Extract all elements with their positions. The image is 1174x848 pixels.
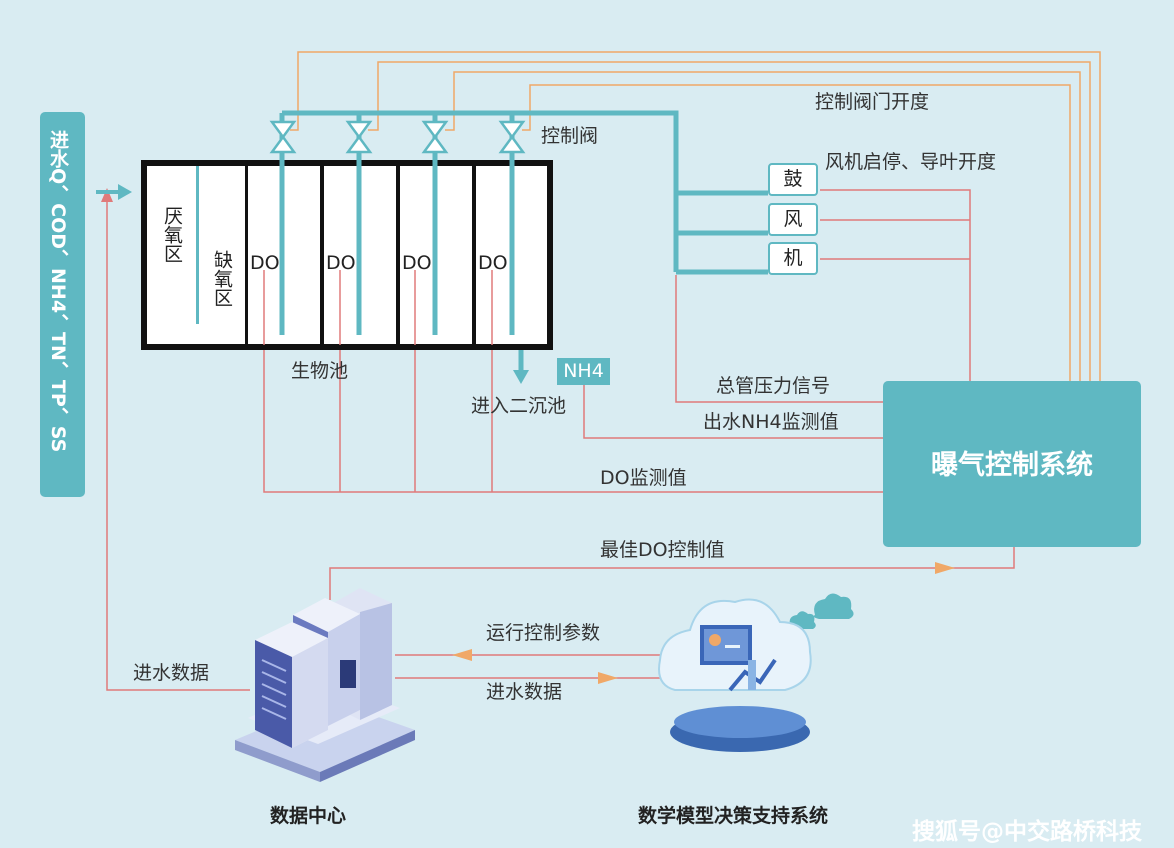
blower-box-2: 风 <box>768 203 818 236</box>
valve-icon <box>421 120 449 154</box>
inflow-parameters-bar: 进水Q、COD、NH4、TN、TP、SS <box>40 112 85 497</box>
nh4-sensor-tag: NH4 <box>557 358 610 385</box>
blower-box-3: 机 <box>768 242 818 275</box>
biological-tank: 厌氧区 缺氧区 DO DO DO DO <box>141 160 553 350</box>
anoxic-zone-label: 缺氧区 <box>210 250 233 307</box>
control-valve-label: 控制阀 <box>541 125 599 147</box>
do-label-2: DO <box>326 252 356 274</box>
valve-icon <box>498 120 526 154</box>
do-monitor-label: DO监测值 <box>600 467 687 489</box>
run-params-label: 运行控制参数 <box>486 622 601 644</box>
blower-control-label: 风机启停、导叶开度 <box>825 151 997 173</box>
valve-icon <box>269 120 297 154</box>
biological-tank-label: 生物池 <box>291 360 349 382</box>
valve-opening-label: 控制阀门开度 <box>815 91 930 113</box>
anaerobic-anoxic-cell: 厌氧区 缺氧区 <box>147 166 245 344</box>
valve-icon <box>345 120 373 154</box>
anaerobic-zone-label: 厌氧区 <box>160 206 183 263</box>
best-do-label: 最佳DO控制值 <box>600 539 725 561</box>
do-label-4: DO <box>478 252 508 274</box>
blower-box-1: 鼓 <box>768 163 818 196</box>
inflow-data-right-label: 进水数据 <box>486 681 563 703</box>
watermark: 搜狐号@中交路桥科技 <box>912 819 1142 845</box>
aeration-control-system: 曝气控制系统 <box>883 381 1141 547</box>
inflow-parameters-label: 进水Q、COD、NH4、TN、TP、SS <box>47 130 69 453</box>
do-label-1: DO <box>250 252 280 274</box>
to-clarifier-label: 进入二沉池 <box>471 395 567 417</box>
data-center-caption: 数据中心 <box>270 805 347 827</box>
do-label-3: DO <box>402 252 432 274</box>
nh4-outflow-label: 出水NH4监测值 <box>703 411 839 433</box>
aeration-control-label: 曝气控制系统 <box>931 450 1093 481</box>
inflow-data-left-label: 进水数据 <box>133 662 210 684</box>
pressure-signal-label: 总管压力信号 <box>716 375 831 397</box>
zone-divider <box>196 166 199 324</box>
decision-system-caption: 数学模型决策支持系统 <box>638 805 829 827</box>
